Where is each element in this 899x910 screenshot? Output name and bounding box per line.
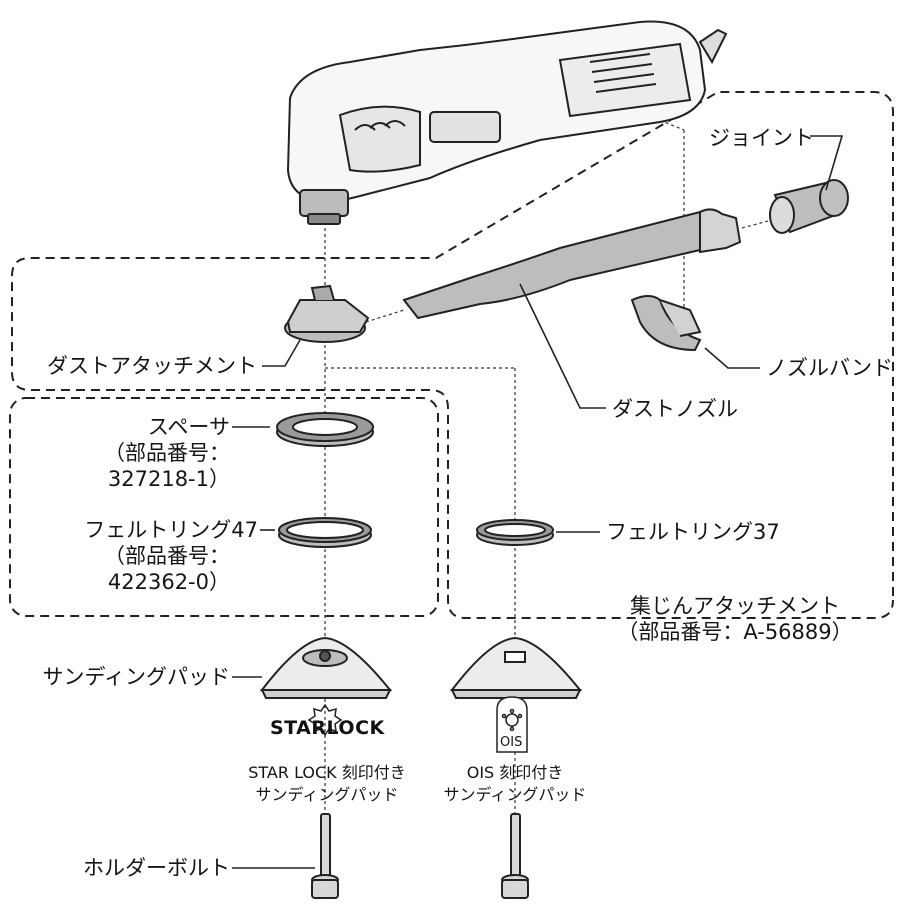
label-dust-attachment-set: 集じんアタッチメント <box>630 594 840 618</box>
joint <box>769 179 849 234</box>
label-dust-attachment: ダストアタッチメント <box>47 354 257 378</box>
leader-nozzle-band <box>704 347 760 369</box>
label-dust-nozzle: ダストノズル <box>612 397 738 421</box>
holder-bolt-left <box>311 813 339 899</box>
ois-sanding-pad <box>449 636 583 699</box>
label-felt47-part-2: 422362-0） <box>107 570 230 594</box>
dust-attachment <box>284 284 370 343</box>
label-joint: ジョイント <box>709 126 814 150</box>
felt-ring-47-part <box>278 517 372 548</box>
felt-ring-37-part <box>476 519 554 546</box>
leader-dust-nozzle <box>519 283 606 409</box>
label-nozzle-band: ノズルバンド <box>766 356 894 380</box>
leader-dust-attachment <box>262 339 301 367</box>
optional-parts-outline <box>9 397 439 617</box>
label-sanding-pad: サンディングパッド <box>42 665 230 689</box>
caption-ois-1: OIS 刻印付き <box>466 763 564 782</box>
label-spacer-part-1: （部品番号： <box>104 441 230 465</box>
holder-bolt-right <box>501 813 529 899</box>
ois-logo-text: OIS <box>500 735 523 750</box>
label-spacer-part-2: 327218-1） <box>107 467 230 491</box>
label-holder-bolt: ホルダーボルト <box>83 856 230 880</box>
nozzle-band <box>630 295 702 352</box>
caption-ois-2: サンディングパッド <box>443 785 587 804</box>
caption-starlock-1: STAR LOCK 刻印付き <box>248 763 406 782</box>
ois-badge-icon <box>496 696 528 753</box>
label-felt-ring-37: フェルトリング37 <box>606 520 780 544</box>
dust-nozzle <box>402 208 742 320</box>
starlock-sanding-pad <box>259 636 393 699</box>
multi-tool <box>286 20 728 225</box>
dust-attachment-set-outline <box>11 91 894 619</box>
starlock-logo: STARLOCK <box>270 717 385 739</box>
label-felt47-part-1: （部品番号： <box>104 544 230 568</box>
caption-starlock-2: サンディングパッド <box>255 785 399 804</box>
starlock-star-icon <box>307 703 343 737</box>
label-dust-attachment-set-part: （部品番号：A-56889） <box>617 620 853 644</box>
leader-joint <box>810 135 844 191</box>
label-spacer: スペーサ <box>147 415 230 439</box>
label-felt-ring-47: フェルトリング47 <box>84 518 258 542</box>
spacer-part <box>276 412 374 447</box>
